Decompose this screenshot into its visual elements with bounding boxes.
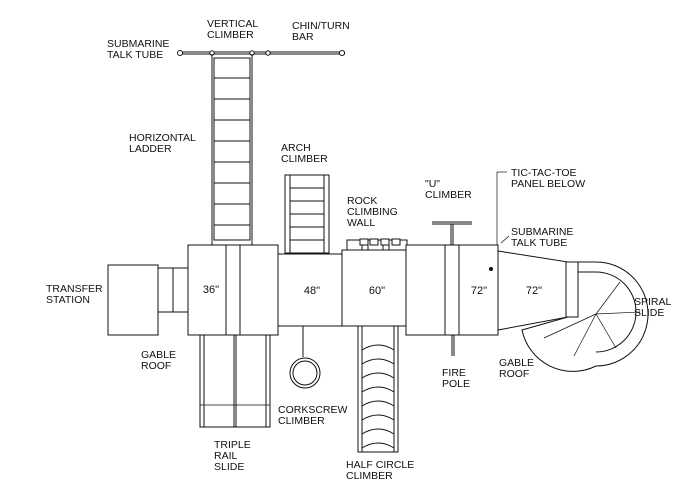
transfer-station <box>107 264 189 336</box>
u-climber <box>432 221 472 245</box>
deck-72b-label: 72" <box>526 285 542 297</box>
half-circle-climber <box>357 325 399 453</box>
deck-36-label: 36" <box>203 284 219 296</box>
arch-climber <box>284 174 330 254</box>
triple-rail-slide <box>199 334 271 428</box>
deck-72a-label: 72" <box>471 285 487 297</box>
deck-48-label: 48" <box>304 285 320 297</box>
deck-60-label: 60" <box>369 285 385 297</box>
top-bar <box>177 50 345 56</box>
horizontal-ladder <box>211 54 253 245</box>
spiral-slide <box>521 261 649 372</box>
chin-turn-bar-end-icon <box>339 50 345 56</box>
deck-72-slide-section: 72" <box>497 250 569 331</box>
deck-72-main: 72" <box>405 244 499 336</box>
rock-climbing-wall <box>346 238 408 251</box>
leader-lines <box>496 171 510 245</box>
submarine-talk-tube-top-icon <box>177 50 183 56</box>
deck-60: 60" <box>341 249 407 327</box>
submarine-talk-tube-right-icon <box>489 267 493 271</box>
label-u-climber: "U"CLIMBER <box>425 178 472 201</box>
corkscrew-climber <box>289 326 321 389</box>
deck-36: 36" <box>187 244 279 336</box>
fire-pole <box>451 335 455 356</box>
deck-48: 48" <box>277 253 343 327</box>
